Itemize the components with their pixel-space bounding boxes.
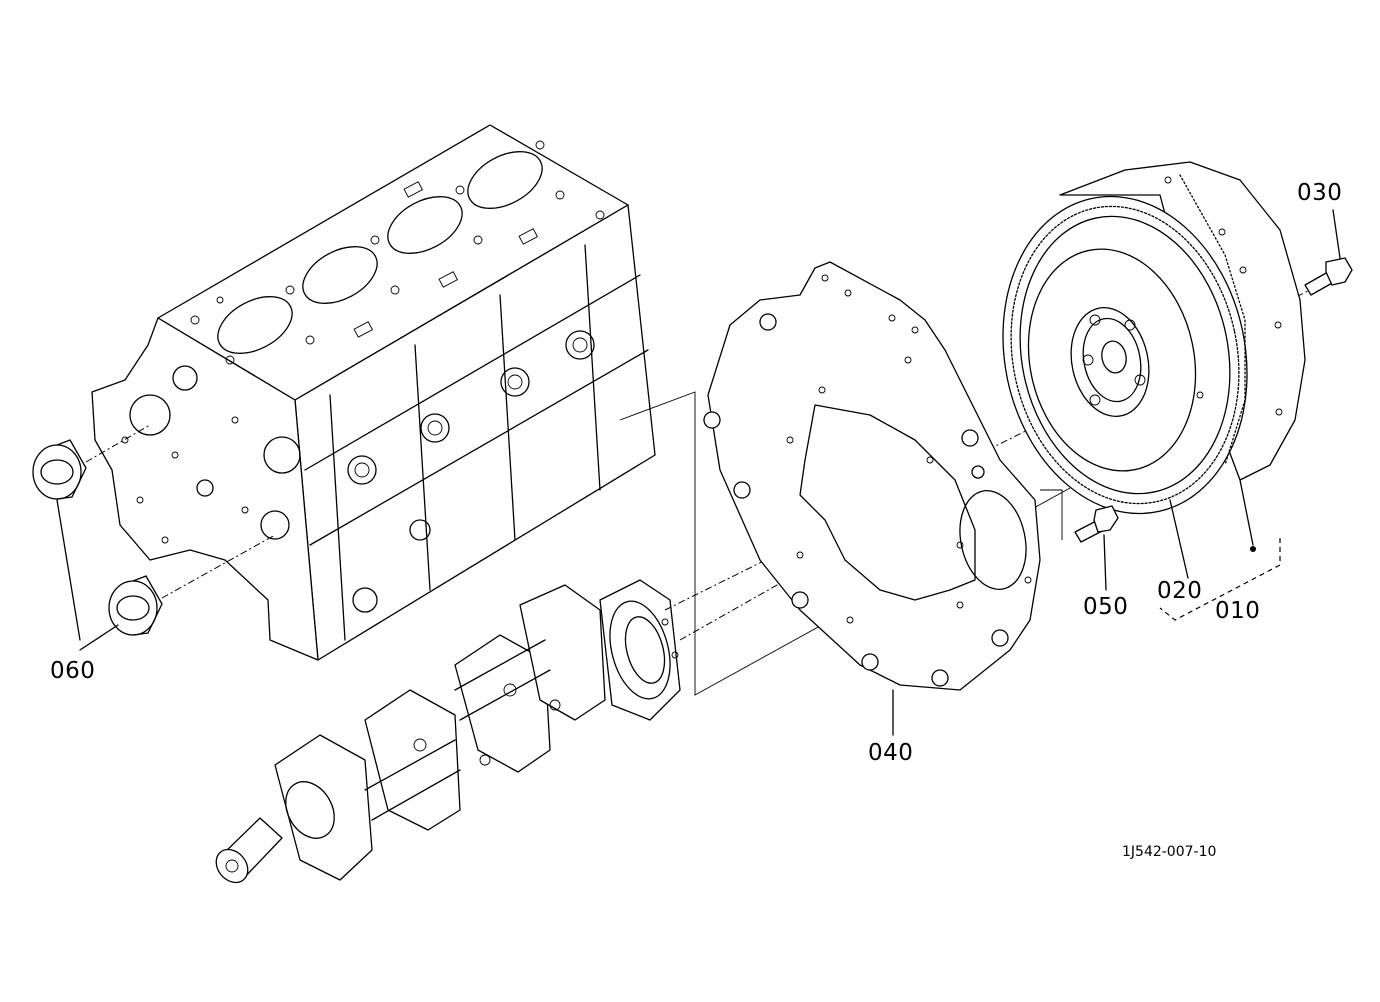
label-020: 020 — [1157, 578, 1203, 604]
leader-030 — [1332, 209, 1341, 259]
leader-060-b — [79, 624, 119, 651]
axis-line-plug-upper — [85, 424, 151, 463]
label-010: 010 — [1215, 598, 1261, 624]
label-030: 030 — [1297, 180, 1343, 206]
drawing-code: 1J542-007-10 — [1122, 844, 1217, 860]
marker-dot — [1250, 546, 1256, 552]
bracket-010 — [1159, 538, 1281, 621]
leader-020 — [1169, 499, 1189, 579]
plug-060-lower — [108, 575, 163, 636]
leader-060-a — [56, 499, 81, 641]
leader-050 — [1103, 534, 1107, 591]
bolt-050 — [1074, 505, 1119, 543]
flywheel-020 — [1002, 161, 1306, 515]
plug-060-upper — [32, 439, 87, 500]
axis-line-plug-lower — [161, 534, 276, 599]
crankshaft — [215, 579, 681, 884]
label-060: 060 — [50, 658, 96, 684]
label-040: 040 — [868, 740, 914, 766]
leader-010 — [1239, 479, 1254, 546]
engine-block — [91, 124, 656, 661]
plate-040 — [703, 261, 1041, 691]
label-050: 050 — [1083, 594, 1129, 620]
plate-bracket — [1040, 489, 1063, 540]
bolt-030 — [1304, 257, 1353, 296]
